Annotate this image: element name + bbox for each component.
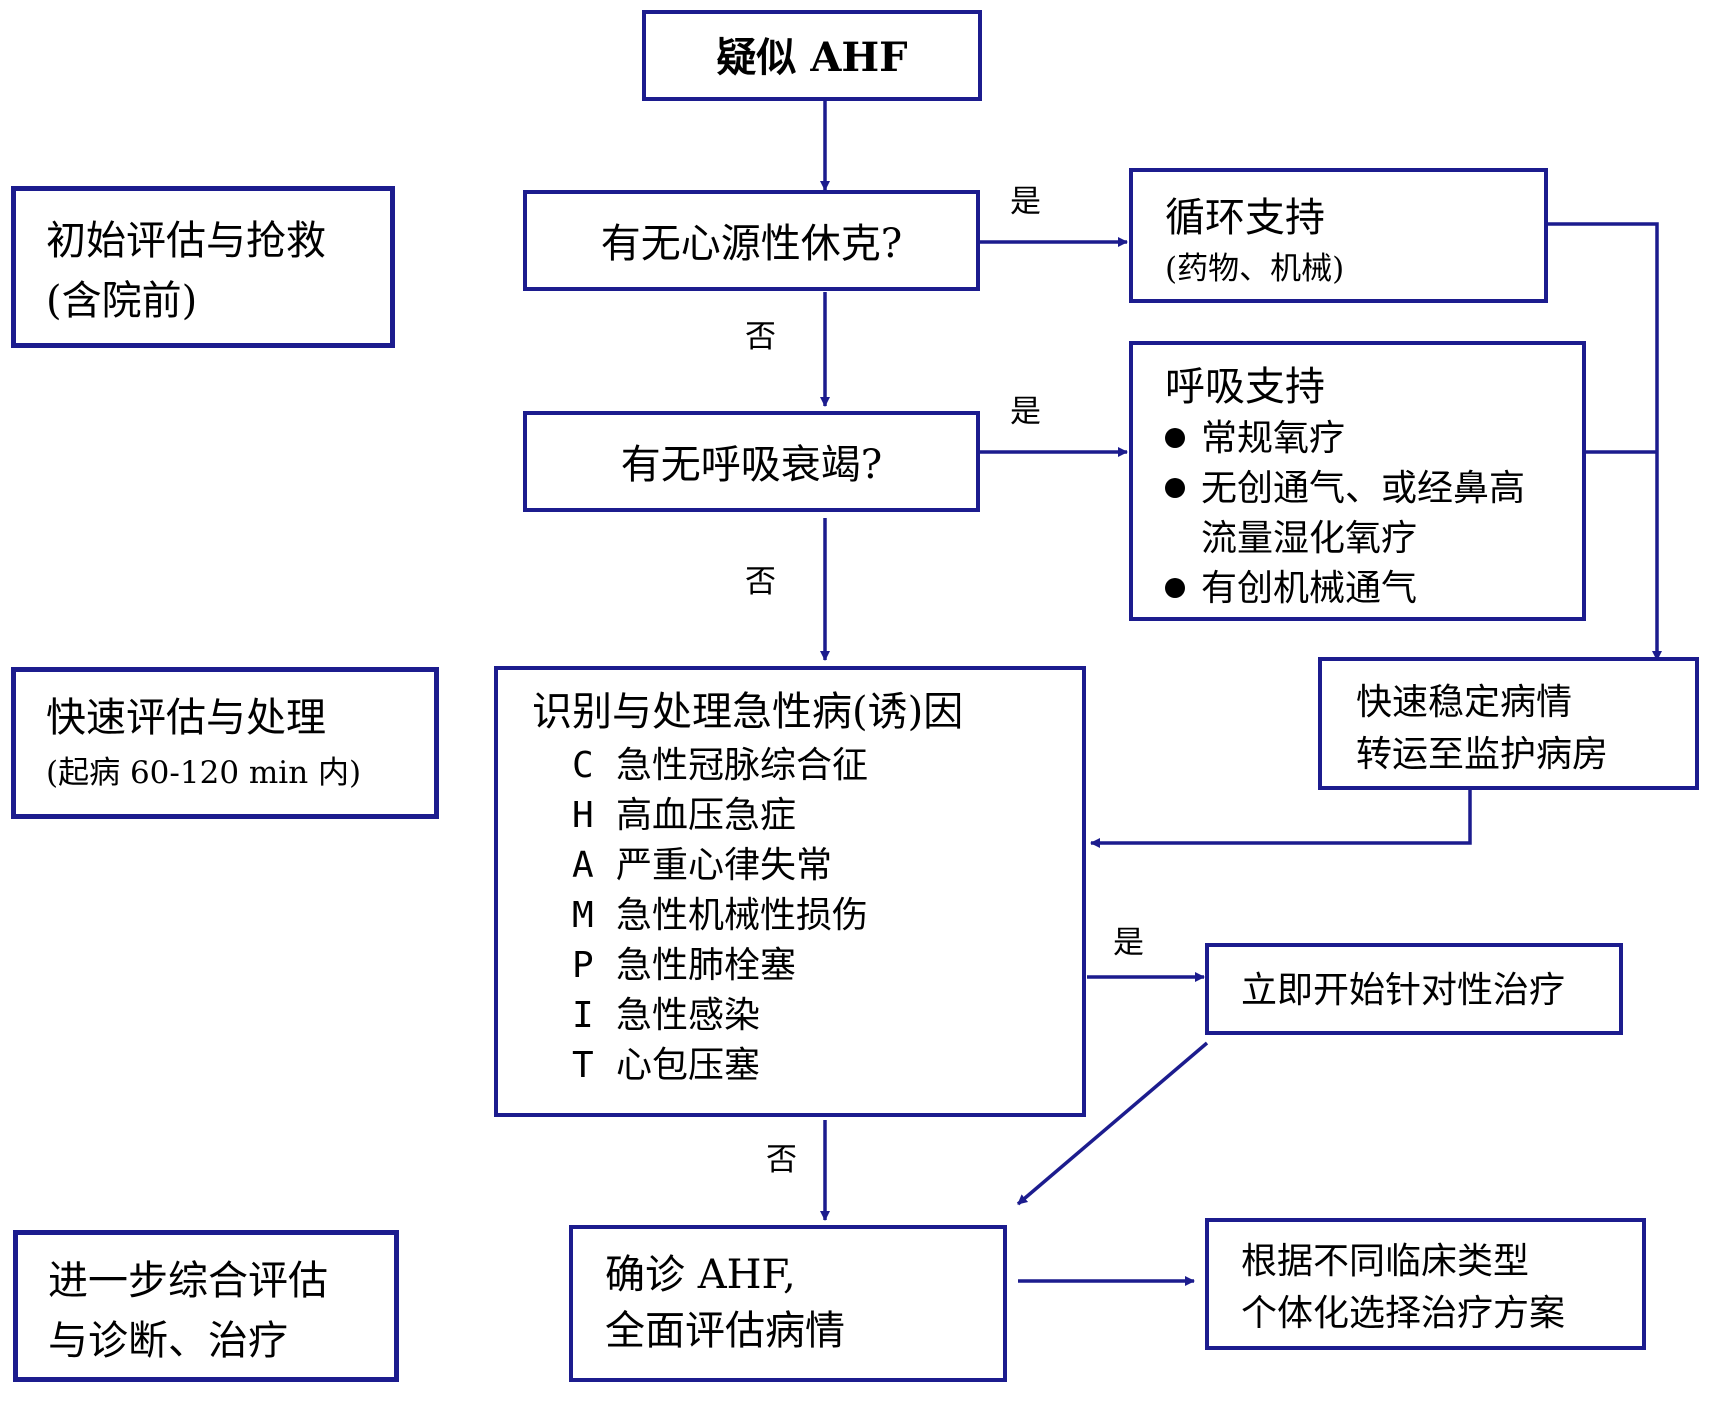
respiratory-support-box: 呼吸支持 常规氧疗 无创通气、或经鼻高 流量湿化氧疗 有创机械通气	[1129, 341, 1586, 621]
resp-question-label: 有无呼吸衰竭?	[620, 442, 883, 488]
resp-item: 常规氧疗	[1165, 421, 1345, 457]
targeted-therapy-box: 立即开始针对性治疗	[1205, 943, 1623, 1035]
confirm-ahf-box: 确诊 AHF, 全面评估病情	[569, 1225, 1007, 1382]
stage-rapid: 快速评估与处理 (起病 60-120 min 内)	[11, 667, 439, 819]
shock-question-label: 有无心源性休克?	[600, 221, 903, 267]
start-box: 疑似 AHF	[642, 10, 982, 101]
no-label-shock: 否	[745, 319, 776, 355]
start-label: 疑似 AHF	[716, 34, 908, 81]
circulatory-support-box: 循环支持 (药物、机械)	[1129, 168, 1548, 303]
resp-item-cont: 流量湿化氧疗	[1201, 518, 1418, 559]
stabilize-box: 快速稳定病情 转运至监护病房	[1318, 657, 1699, 790]
no-label-identify: 否	[766, 1142, 797, 1178]
stage-initial: 初始评估与抢救 (含院前)	[11, 186, 395, 348]
individualized-treatment-box: 根据不同临床类型 个体化选择治疗方案	[1205, 1218, 1646, 1350]
yes-label-identify: 是	[1113, 925, 1144, 961]
arrow-targeted-to-confirm	[1016, 1041, 1209, 1206]
no-label-resp: 否	[745, 564, 776, 600]
circulatory-support-sub: (药物、机械)	[1165, 251, 1345, 287]
resp-item: 有创机械通气	[1165, 571, 1417, 607]
respiratory-support-title: 呼吸支持	[1165, 364, 1325, 410]
circulatory-support-title: 循环支持	[1165, 195, 1325, 241]
stage-further: 进一步综合评估 与诊断、治疗	[13, 1230, 399, 1382]
yes-label-shock: 是	[1010, 184, 1041, 220]
yes-label-resp: 是	[1010, 394, 1041, 430]
line-circ-to-stabilize	[1546, 222, 1662, 661]
resp-item: 无创通气、或经鼻高	[1165, 471, 1525, 507]
targeted-therapy-label: 立即开始针对性治疗	[1241, 970, 1566, 1011]
identify-title: 识别与处理急性病(诱)因	[532, 689, 964, 735]
resp-question-box: 有无呼吸衰竭?	[523, 411, 980, 512]
shock-question-box: 有无心源性休克?	[523, 190, 980, 291]
arrow-stabilize-to-identify	[1090, 790, 1472, 848]
